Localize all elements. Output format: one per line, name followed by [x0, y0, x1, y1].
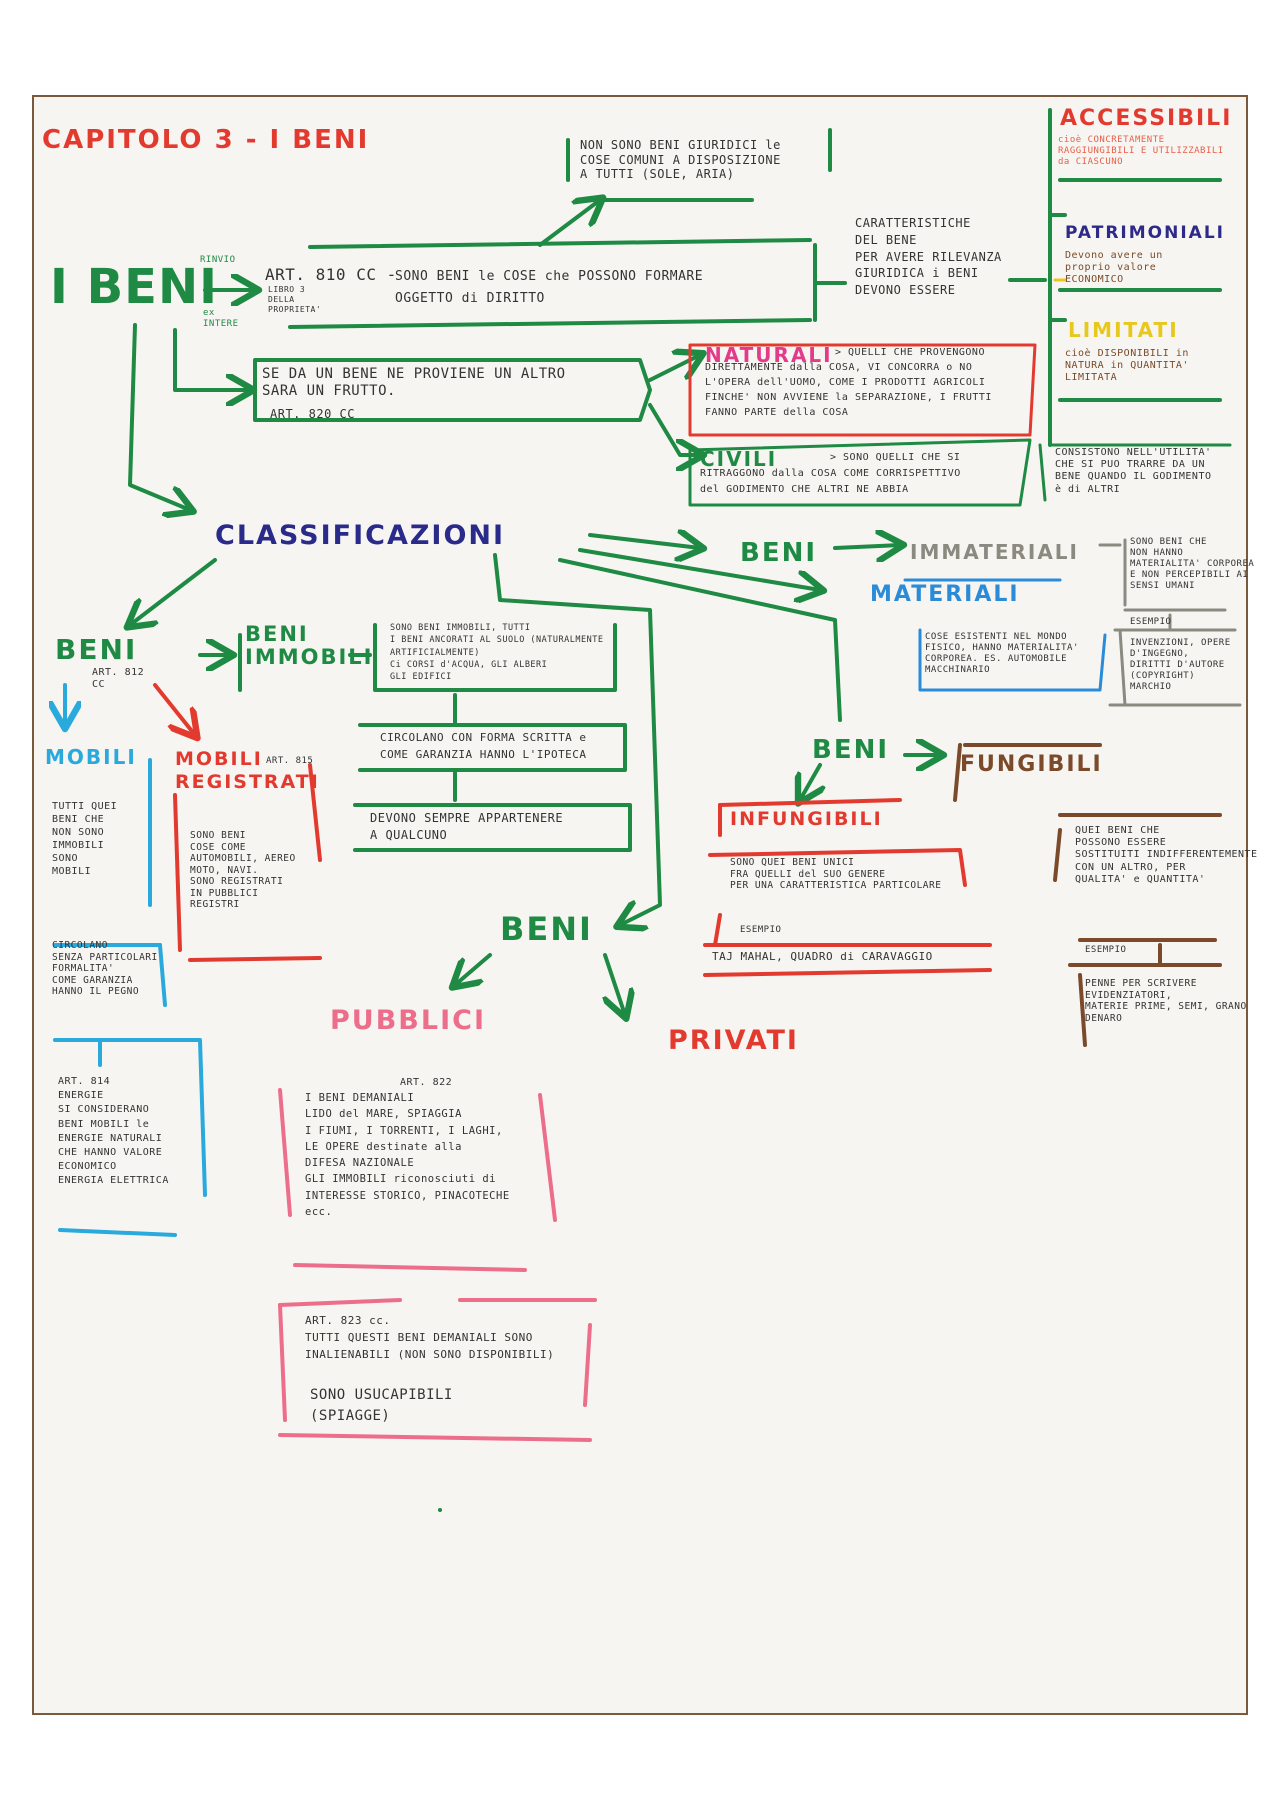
limitati-desc: cioè DISPONIBILI in NATURA in QUANTITA' …	[1065, 348, 1189, 384]
frutto-text: SE DA UN BENE NE PROVIENE UN ALTRO SARA …	[262, 366, 566, 400]
pubblici-label: PUBBLICI	[330, 1005, 486, 1036]
beni-immateriali-root: BENI	[740, 538, 818, 568]
fungibili-desc: QUEI BENI CHE POSSONO ESSERE SOSTITUITI …	[1075, 825, 1258, 885]
pubblici-ref: ART. 822	[400, 1077, 453, 1088]
accessibili-label: ACCESSIBILI	[1060, 106, 1233, 131]
caratteristiche-text: CARATTERISTICHE DEL BENE PER AVERE RILEV…	[855, 216, 1002, 298]
art810-ref: ART. 810 CC -	[265, 265, 397, 284]
limitati-label: LIMITATI	[1068, 318, 1179, 342]
materiali-desc: COSE ESISTENTI NEL MONDO FISICO, HANNO M…	[925, 632, 1079, 675]
mobili-label: MOBILI	[45, 745, 137, 769]
beni-fungibili-root: BENI	[812, 735, 890, 765]
mobili-registrati-label: MOBILI REGISTRATI	[175, 748, 320, 794]
immobili-circolano: CIRCOLANO CON FORMA SCRITTA e COME GARAN…	[380, 731, 587, 761]
beni-pubblici-root: BENI	[500, 910, 593, 948]
art810-text: SONO BENI le COSE che POSSONO FORMARE OG…	[395, 269, 704, 307]
beni-root-rinvio: RINVIO	[200, 255, 236, 265]
patrimoniali-desc: Devono avere un proprio valore ECONOMICO	[1065, 250, 1163, 286]
infungibili-label: INFUNGIBILI	[730, 808, 883, 830]
beni-mobili-ref: ART. 812 CC	[92, 667, 145, 691]
non-beni-note: NON SONO BENI GIURIDICI le COSE COMUNI A…	[580, 138, 781, 182]
immateriali-esempio: ESEMPIO	[1130, 617, 1172, 627]
pubblici-usucapibili: SONO USUCAPIBILI (SPIAGGE)	[310, 1387, 453, 1424]
beni-mobili-root: BENI	[55, 633, 138, 666]
beni-root-ex: ex INTERE	[203, 308, 239, 329]
civili-side: CONSISTONO NELL'UTILITA' CHE SI PUO TRAR…	[1055, 447, 1212, 495]
infungibili-desc: SONO QUEI BENI UNICI FRA QUELLI del SUO …	[730, 857, 942, 892]
page-title: CAPITOLO 3 - I BENI	[42, 125, 370, 155]
accessibili-desc: cioè CONCRETAMENTE RAGGIUNGIBILI E UTILI…	[1058, 135, 1224, 167]
immobili-desc: SONO BENI IMMOBILI, TUTTI I BENI ANCORAT…	[390, 623, 604, 683]
mobili-registrati-ref: ART. 815	[266, 756, 314, 766]
mobili-registrati-desc: SONO BENI COSE COME AUTOMOBILI, AEREO MO…	[190, 830, 296, 911]
pubblici-desc: I BENI DEMANIALI LIDO del MARE, SPIAGGIA…	[305, 1092, 510, 1218]
pubblici-art823: ART. 823 cc. TUTTI QUESTI BENI DEMANIALI…	[305, 1314, 555, 1362]
fungibili-esempio-text: PENNE PER SCRIVERE EVIDENZIATORI, MATERI…	[1085, 978, 1247, 1024]
infungibili-esempio-text: TAJ MAHAL, QUADRO di CARAVAGGIO	[712, 950, 933, 963]
infungibili-esempio: ESEMPIO	[740, 925, 782, 935]
materiali-label: MATERIALI	[870, 582, 1020, 607]
art810-libro: LIBRO 3 DELLA PROPRIETA'	[268, 285, 322, 314]
immateriali-label: IMMATERIALI	[910, 540, 1079, 564]
classificazioni-heading: CLASSIFICAZIONI	[215, 520, 506, 551]
immobili-label: BENI IMMOBILI	[245, 622, 374, 670]
immateriali-esempio-text: INVENZIONI, OPERE D'INGEGNO, DIRITTI D'A…	[1130, 638, 1231, 692]
immateriali-desc: SONO BENI CHE NON HANNO MATERIALITA' COR…	[1130, 537, 1255, 591]
fungibili-esempio: ESEMPIO	[1085, 945, 1127, 955]
privati-label: PRIVATI	[668, 1025, 799, 1056]
mobili-desc: TUTTI QUEI BENI CHE NON SONO IMMOBILI SO…	[52, 801, 118, 877]
mobili-art814: ART. 814 ENERGIE SI CONSIDERANO BENI MOB…	[58, 1076, 169, 1187]
immobili-appartenere: DEVONO SEMPRE APPARTENERE A QUALCUNO	[370, 811, 564, 843]
civili-label: CIVILI	[700, 447, 778, 471]
mobili-circolano: CIRCOLANO SENZA PARTICOLARI FORMALITA' C…	[52, 940, 158, 998]
naturali-desc: > QUELLI CHE PROVENGONO DIRETTAMENTE dal…	[705, 347, 992, 418]
naturali-label: NATURALI	[705, 343, 833, 367]
fungibili-label: FUNGIBILI	[960, 752, 1103, 777]
patrimoniali-label: PATRIMONIALI	[1065, 223, 1225, 243]
civili-desc: > SONO QUELLI CHE SI RITRAGGONO dalla CO…	[700, 452, 961, 495]
beni-root-label: I BENI	[50, 259, 218, 315]
frutto-ref: ART. 820 CC	[270, 407, 355, 421]
